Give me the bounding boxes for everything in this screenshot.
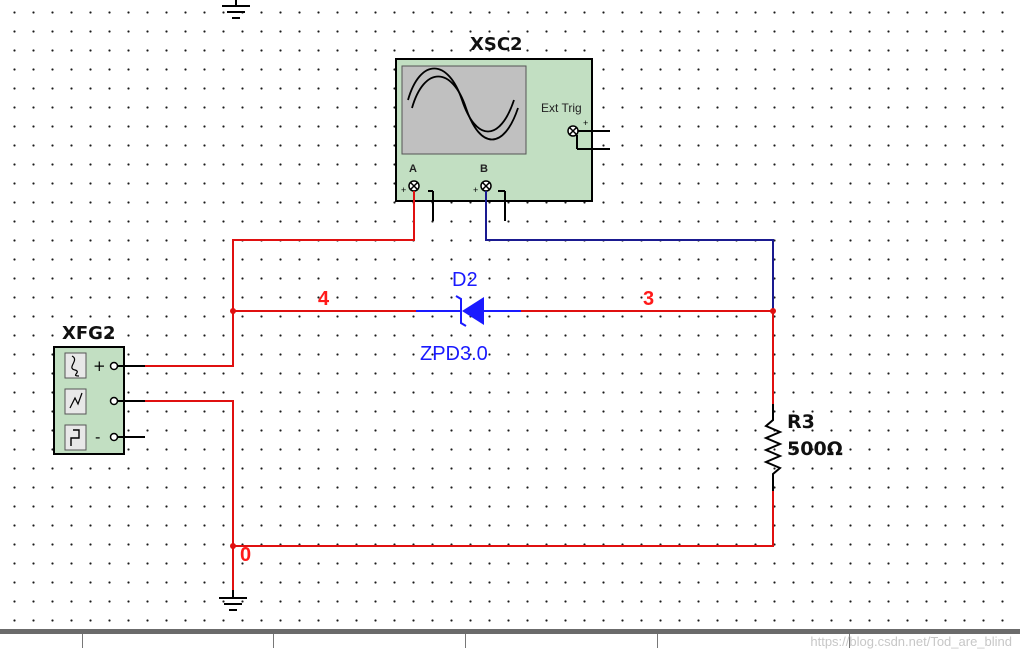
- resistor[interactable]: R3 500Ω: [763, 404, 843, 491]
- svg-text:+: +: [583, 118, 588, 128]
- wire-net-4[interactable]: [145, 310, 416, 367]
- net-label-0: 0: [240, 544, 251, 566]
- minus-terminal[interactable]: [109, 432, 146, 442]
- svg-text:+: +: [401, 185, 406, 195]
- junction-dot: [770, 308, 776, 314]
- junction-dot: [230, 543, 236, 549]
- watermark: https://blog.csdn.net/Tod_are_blind: [810, 634, 1012, 649]
- ground-symbol-top[interactable]: [222, 0, 250, 19]
- resistor-ref: R3: [787, 411, 815, 433]
- wire-channel-a[interactable]: [232, 191, 415, 311]
- plus-terminal-label: +: [93, 357, 106, 375]
- ext-trig-label: Ext Trig: [541, 101, 582, 115]
- ruler-tick: [465, 634, 466, 648]
- channel-b-label: B: [480, 163, 488, 175]
- square-wave-button-icon[interactable]: [64, 424, 87, 451]
- junction-dot: [230, 308, 236, 314]
- ruler-tick: [273, 634, 274, 648]
- diode-ref: D2: [452, 269, 478, 291]
- triangle-wave-button-icon[interactable]: [64, 388, 87, 415]
- wire-net-3[interactable]: [521, 310, 774, 404]
- schematic-canvas[interactable]: XSC2 Ext Trig + A B +: [0, 0, 1020, 629]
- function-generator-ref: XFG2: [62, 323, 115, 344]
- zener-bar-icon: [455, 295, 467, 327]
- oscilloscope-screen: [401, 65, 527, 155]
- function-generator[interactable]: XFG2 + -: [53, 323, 146, 455]
- oscilloscope-ref: XSC2: [470, 34, 523, 55]
- diode-triangle-icon: [462, 297, 484, 325]
- ruler-tick: [82, 634, 83, 648]
- net-label-3: 3: [643, 288, 654, 310]
- zener-diode[interactable]: D2 ZPD3.0: [416, 269, 521, 365]
- sine-wave-button-icon[interactable]: [64, 352, 87, 379]
- ruler-tick: [849, 634, 850, 648]
- minus-terminal-label: -: [95, 428, 100, 446]
- net-label-4: 4: [318, 288, 330, 310]
- wire-channel-b[interactable]: [485, 191, 774, 311]
- channel-a-label: A: [409, 163, 417, 175]
- ruler-tick: [657, 634, 658, 648]
- diode-model: ZPD3.0: [420, 343, 488, 365]
- oscilloscope[interactable]: XSC2 Ext Trig + A B +: [395, 34, 610, 221]
- resistor-zigzag-icon: [763, 404, 783, 491]
- resistor-value: 500Ω: [787, 438, 843, 460]
- sine-wave-icon-2: [411, 75, 519, 141]
- ground-symbol[interactable]: [219, 590, 247, 611]
- plus-terminal[interactable]: [109, 361, 146, 371]
- common-terminal[interactable]: [109, 396, 146, 406]
- ext-trig-terminal[interactable]: +: [567, 118, 610, 150]
- svg-text:+: +: [473, 185, 478, 195]
- status-bar: https://blog.csdn.net/Tod_are_blind: [0, 629, 1020, 653]
